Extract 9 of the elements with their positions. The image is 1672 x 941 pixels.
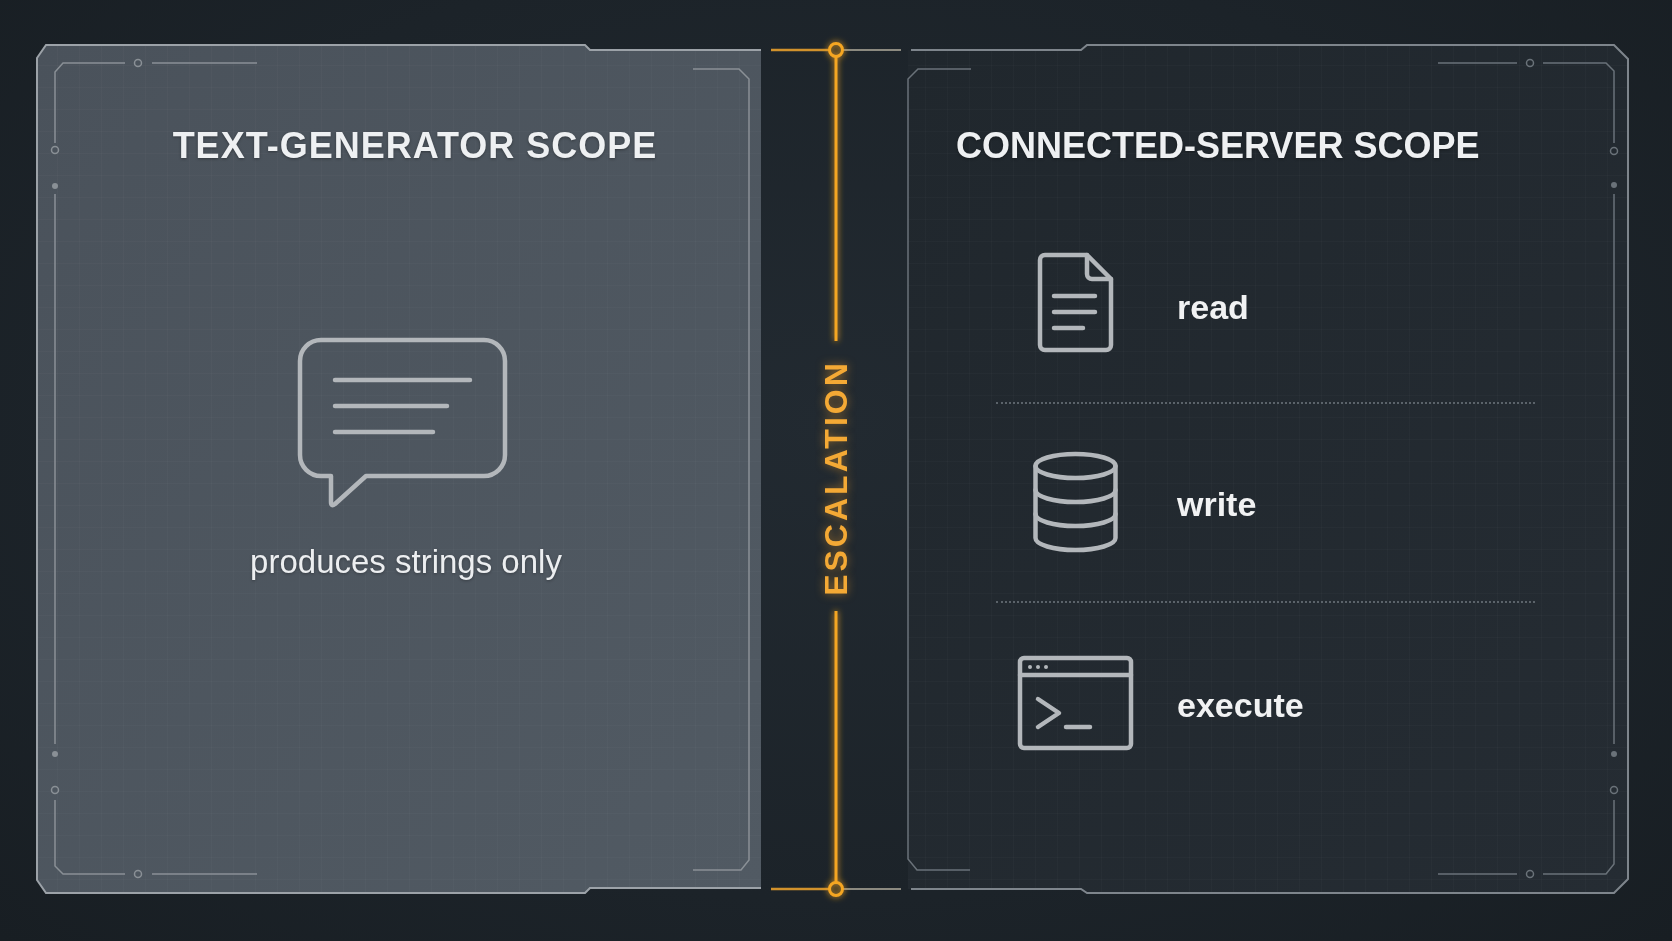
panel-title: CONNECTED-SERVER SCOPE	[956, 124, 1480, 168]
scope-panel	[36, 44, 762, 894]
permission-label: write	[1177, 484, 1257, 525]
permission-label: read	[1177, 287, 1249, 328]
permission-label: execute	[1177, 685, 1304, 726]
panel-title: TEXT-GENERATOR SCOPE	[172, 124, 658, 168]
scope-panel	[904, 44, 1630, 894]
escalation-label: ESCALATION	[818, 360, 854, 596]
caption-text: produces strings only	[250, 542, 562, 582]
